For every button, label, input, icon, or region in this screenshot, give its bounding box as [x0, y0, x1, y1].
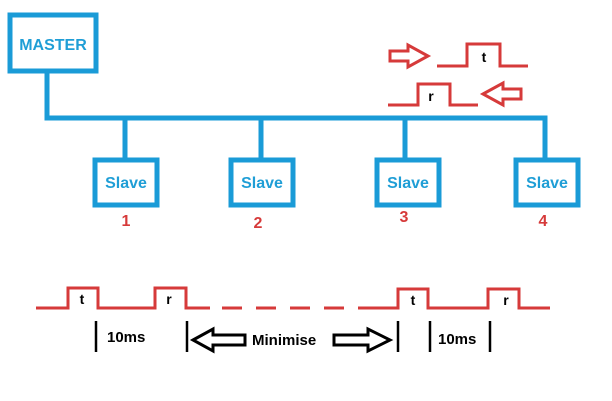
pulse-waveform-left: [36, 286, 210, 310]
slave-label: Slave: [526, 175, 568, 192]
slave-box: [92, 157, 160, 208]
pulse-waveform-right: [366, 287, 550, 310]
transmit-signal: t: [388, 42, 528, 70]
slave-number: 2: [254, 215, 263, 232]
slave-node-1: Slave 1: [92, 157, 160, 230]
left-arrow-icon: [189, 326, 247, 354]
slave-box: [228, 157, 296, 208]
master-node: MASTER: [7, 12, 99, 74]
right-arrow-icon: [388, 42, 432, 70]
pulse-letter: r: [166, 291, 172, 307]
pulse-letter: t: [482, 49, 487, 65]
pulse-waveform: [388, 82, 478, 107]
interval-label-left: 10ms: [107, 329, 145, 346]
pulse-waveform: [437, 42, 528, 68]
left-arrow-icon: [479, 80, 523, 108]
slave-label: Slave: [105, 175, 147, 192]
pulse-letter: r: [503, 292, 509, 308]
slave-node-2: Slave 2: [228, 157, 296, 232]
slave-number: 4: [539, 213, 548, 230]
slave-node-4: Slave 4: [513, 157, 581, 230]
pulse-letter: t: [80, 291, 85, 307]
pulse-letter: r: [428, 88, 434, 104]
interval-markers: [94, 321, 492, 352]
slave-number: 1: [122, 213, 131, 230]
timeline-waveform: [36, 286, 550, 310]
slave-label: Slave: [241, 175, 283, 192]
slave-node-3: Slave 3: [374, 157, 442, 226]
right-arrow-icon: [332, 326, 394, 354]
master-box: [7, 12, 99, 74]
gap-label: Minimise: [252, 332, 316, 349]
slave-box: [374, 157, 442, 208]
pulse-letter: t: [411, 292, 416, 308]
slave-box: [513, 157, 581, 208]
slave-number: 3: [400, 209, 409, 226]
interval-label-right: 10ms: [438, 331, 476, 348]
bus: [44, 71, 548, 160]
slave-label: Slave: [387, 175, 429, 192]
master-label: MASTER: [19, 37, 87, 54]
receive-signal: r: [388, 80, 523, 108]
